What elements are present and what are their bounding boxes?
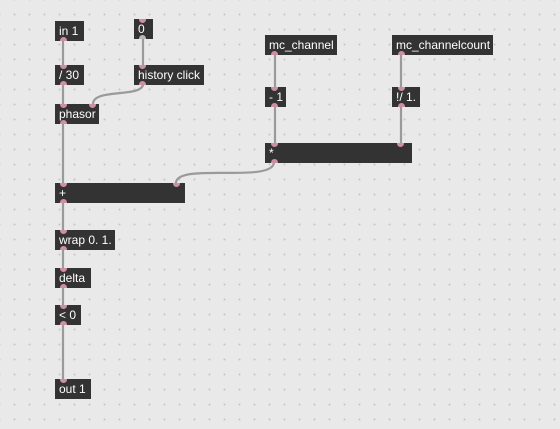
object-label: + bbox=[59, 186, 67, 200]
outlet-port[interactable] bbox=[271, 103, 278, 107]
inlet-port[interactable] bbox=[139, 19, 146, 23]
object-label: !/ 1. bbox=[396, 90, 417, 104]
outlet-port[interactable] bbox=[60, 37, 67, 41]
object-mc-channel[interactable]: mc_channel bbox=[265, 35, 337, 55]
object-label: / 30 bbox=[59, 68, 80, 82]
inlet-port[interactable] bbox=[397, 143, 404, 147]
inlet-port[interactable] bbox=[60, 379, 67, 383]
object-label: mc_channel bbox=[269, 38, 334, 52]
outlet-port[interactable] bbox=[60, 199, 67, 203]
cord-history-click-to-phasor[interactable] bbox=[91, 82, 145, 106]
object-label: delta bbox=[59, 271, 86, 285]
object-multiply[interactable]: * bbox=[265, 143, 412, 163]
object-minus-1[interactable]: - 1 bbox=[265, 87, 286, 107]
inlet-port[interactable] bbox=[89, 104, 96, 108]
outlet-port[interactable] bbox=[271, 51, 278, 55]
object-message-zero[interactable]: 0 bbox=[134, 19, 153, 39]
object-label: < 0 bbox=[59, 308, 77, 322]
outlet-port[interactable] bbox=[60, 284, 67, 288]
object-label: out 1 bbox=[59, 382, 86, 396]
object-history-click[interactable]: history click bbox=[134, 65, 204, 85]
inlet-port[interactable] bbox=[271, 143, 278, 147]
inlet-port[interactable] bbox=[60, 65, 67, 69]
object-reverse-divide-1[interactable]: !/ 1. bbox=[392, 87, 420, 107]
inlet-port[interactable] bbox=[60, 104, 67, 108]
outlet-port[interactable] bbox=[60, 321, 67, 325]
inlet-port[interactable] bbox=[60, 230, 67, 234]
object-label: - 1 bbox=[269, 90, 284, 104]
object-out-1[interactable]: out 1 bbox=[55, 379, 91, 399]
object-less-than-zero[interactable]: < 0 bbox=[55, 305, 81, 325]
outlet-port[interactable] bbox=[271, 159, 278, 163]
inlet-port[interactable] bbox=[271, 87, 278, 91]
inlet-port[interactable] bbox=[60, 305, 67, 309]
object-delta[interactable]: delta bbox=[55, 268, 91, 288]
outlet-port[interactable] bbox=[139, 35, 146, 39]
outlet-port[interactable] bbox=[139, 81, 146, 85]
outlet-port[interactable] bbox=[60, 246, 67, 250]
object-wrap[interactable]: wrap 0. 1. bbox=[55, 230, 115, 250]
outlet-port[interactable] bbox=[398, 51, 405, 55]
object-label: history click bbox=[138, 68, 201, 82]
object-phasor[interactable]: phasor bbox=[55, 104, 99, 124]
inlet-port[interactable] bbox=[398, 87, 405, 91]
object-label: wrap 0. 1. bbox=[59, 233, 112, 247]
object-label: mc_channelcount bbox=[396, 38, 491, 52]
inlet-port[interactable] bbox=[60, 183, 67, 187]
object-label: phasor bbox=[59, 107, 96, 121]
object-mc-channelcount[interactable]: mc_channelcount bbox=[392, 35, 493, 55]
object-label: * bbox=[269, 146, 274, 160]
object-divide-30[interactable]: / 30 bbox=[55, 65, 84, 85]
cord-times-to-plus[interactable] bbox=[174, 160, 276, 185]
object-label: in 1 bbox=[59, 24, 79, 38]
outlet-port[interactable] bbox=[60, 81, 67, 85]
outlet-port[interactable] bbox=[60, 120, 67, 124]
object-plus[interactable]: + bbox=[55, 183, 185, 203]
object-in-1[interactable]: in 1 bbox=[55, 21, 84, 41]
inlet-port[interactable] bbox=[173, 183, 180, 187]
inlet-port[interactable] bbox=[139, 65, 146, 69]
inlet-port[interactable] bbox=[60, 268, 67, 272]
outlet-port[interactable] bbox=[398, 103, 405, 107]
object-label: 0 bbox=[138, 22, 145, 36]
